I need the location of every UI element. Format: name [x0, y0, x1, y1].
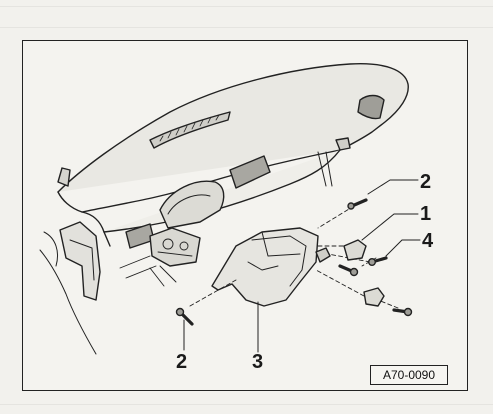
defroster-vent — [149, 111, 231, 149]
right-side-tab — [335, 137, 351, 151]
left-mounting-bracket — [57, 167, 71, 187]
cluster-opening — [159, 180, 225, 229]
right-air-vent — [357, 94, 385, 120]
callout-1: 1 — [420, 203, 432, 225]
callout-4: 4 — [422, 230, 434, 252]
scan-artifact — [0, 404, 493, 405]
leader-4 — [385, 239, 421, 257]
scan-artifact — [0, 6, 493, 7]
leader-2-top — [367, 179, 419, 195]
callout-2-bottom: 2 — [176, 351, 188, 373]
figure-reference-code: A70-0090 — [370, 365, 448, 385]
center-air-vent-right — [229, 155, 271, 189]
steering-column — [149, 227, 201, 267]
dashboard-top-surface — [57, 62, 409, 193]
screw-lower-left — [175, 307, 194, 326]
left-support-frame — [59, 221, 101, 301]
leader-1 — [361, 213, 419, 241]
screw-lower-right — [392, 307, 413, 317]
clip-part-1 — [343, 239, 367, 261]
screw-middle — [338, 264, 359, 277]
scan-artifact — [0, 27, 493, 28]
screw-upper-right — [347, 198, 368, 210]
screw-4 — [368, 256, 388, 267]
spring-nut — [315, 247, 331, 263]
support-cable — [39, 249, 97, 355]
callout-3: 3 — [252, 351, 264, 373]
callout-2-top: 2 — [420, 171, 432, 193]
clip-part-lower — [363, 287, 385, 307]
